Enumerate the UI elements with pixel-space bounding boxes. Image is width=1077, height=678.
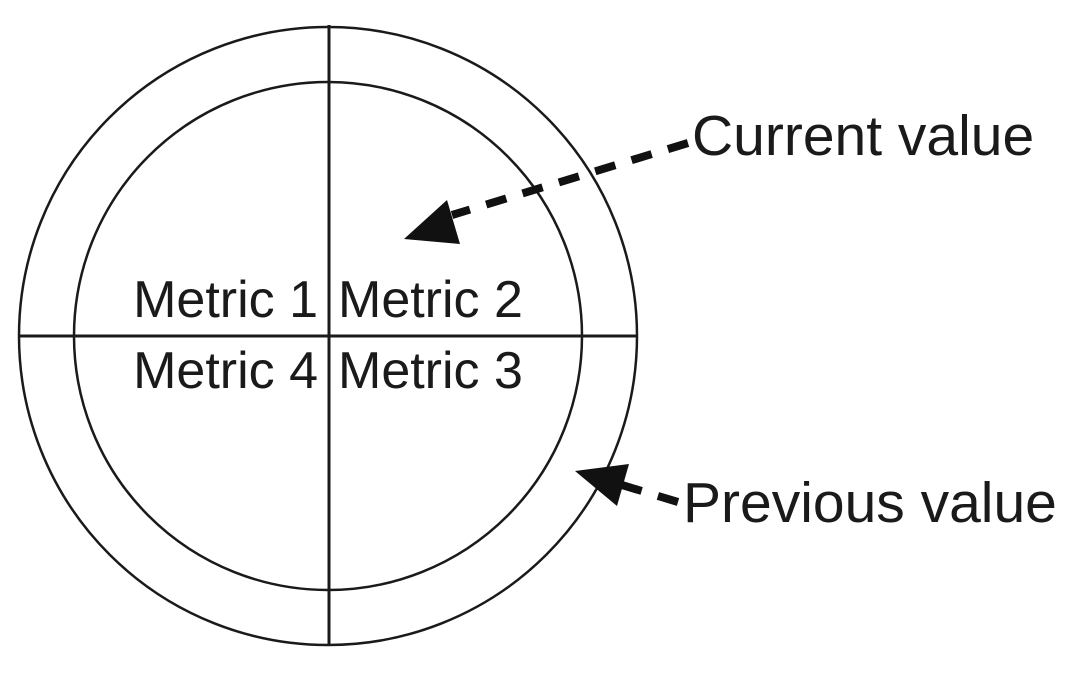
quadrant-label-metric-1: Metric 1 — [133, 271, 318, 329]
quadrant-label-metric-3: Metric 3 — [338, 342, 523, 400]
current-value-label: Current value — [692, 104, 1034, 168]
quadrant-label-metric-4: Metric 4 — [133, 342, 318, 400]
quadrant-label-metric-2: Metric 2 — [338, 271, 523, 329]
previous-value-arrowhead-icon — [575, 464, 629, 506]
previous-value-label: Previous value — [683, 471, 1057, 535]
current-value-leader-line — [450, 139, 690, 219]
previous-value-callout: Previous value — [575, 464, 1057, 535]
current-value-arrowhead-icon — [404, 200, 460, 244]
previous-value-leader-line — [610, 478, 680, 506]
current-value-callout: Current value — [404, 104, 1034, 244]
